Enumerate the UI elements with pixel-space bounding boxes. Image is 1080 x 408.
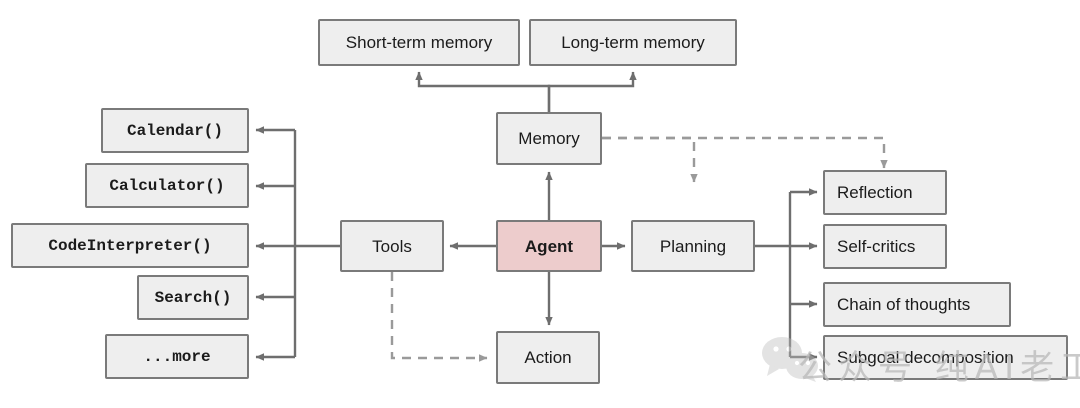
watermark-text: 公众号 纯AI老工: [798, 348, 1080, 388]
node-planning-chain-of-thoughts[interactable]: Chain of thoughts: [823, 282, 1011, 327]
node-label: Search(): [154, 288, 232, 307]
node-tools[interactable]: Tools: [340, 220, 444, 272]
node-label: Long-term memory: [561, 33, 705, 52]
node-label: Reflection: [837, 183, 913, 202]
node-action[interactable]: Action: [496, 331, 600, 384]
node-label: Short-term memory: [345, 33, 493, 52]
node-planning[interactable]: Planning: [631, 220, 755, 272]
node-label: Chain of thoughts: [837, 295, 971, 314]
node-long-term-memory[interactable]: Long-term memory: [529, 19, 737, 66]
node-tool-more[interactable]: ...more: [105, 334, 249, 379]
node-label: Planning: [659, 236, 727, 256]
node-tool-calculator[interactable]: Calculator(): [85, 163, 249, 208]
node-label: CodeInterpreter(): [48, 236, 212, 255]
node-agent[interactable]: Agent: [496, 220, 602, 272]
node-short-term-memory[interactable]: Short-term memory: [318, 19, 520, 66]
node-label: Subgoal decomposition: [837, 348, 1014, 367]
node-label: Tools: [372, 236, 412, 256]
node-label: Calendar(): [126, 121, 223, 140]
node-planning-subgoal-decomposition[interactable]: Subgoal decomposition: [823, 335, 1068, 380]
node-planning-reflection[interactable]: Reflection: [823, 170, 947, 215]
node-label: Calculator(): [109, 176, 225, 195]
node-label: Agent: [524, 236, 574, 256]
node-label: Action: [524, 348, 572, 367]
node-label: Memory: [518, 129, 580, 148]
node-tool-code-interpreter[interactable]: CodeInterpreter(): [11, 223, 249, 268]
node-label: ...more: [143, 347, 211, 366]
node-planning-self-critics[interactable]: Self-critics: [823, 224, 947, 269]
node-tool-calendar[interactable]: Calendar(): [101, 108, 249, 153]
node-memory[interactable]: Memory: [496, 112, 602, 165]
node-tool-search[interactable]: Search(): [137, 275, 249, 320]
node-label: Self-critics: [837, 237, 916, 256]
